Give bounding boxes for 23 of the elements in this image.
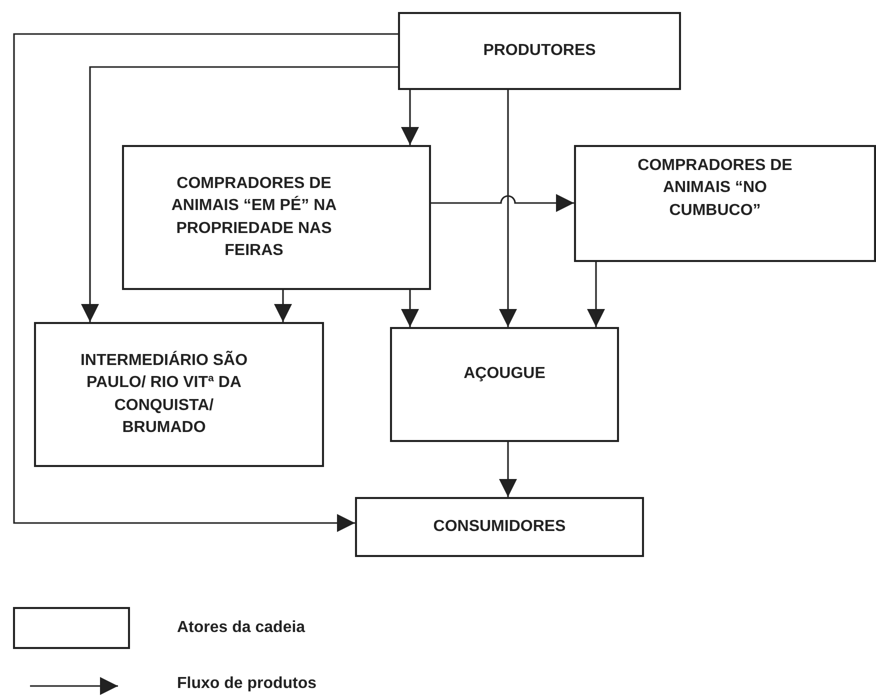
- legend-label: Fluxo de produtos: [177, 675, 317, 693]
- arrow: [401, 90, 419, 145]
- arrow: [274, 290, 292, 322]
- arrow: [13, 33, 398, 532]
- arrow: [499, 90, 517, 327]
- process-box: [34, 322, 324, 467]
- process-box: [355, 497, 644, 557]
- process-box: [390, 327, 619, 442]
- process-box: [398, 12, 681, 90]
- arrow: [587, 262, 605, 327]
- node-label: AÇOUGUE: [464, 364, 546, 384]
- arrow: [499, 442, 517, 497]
- node-label: CONSUMIDORES: [433, 516, 566, 537]
- node-label: COMPRADORES DE ANIMAIS “NO CUMBUCO”: [636, 156, 794, 221]
- arrow: [431, 194, 574, 212]
- process-box: [574, 145, 876, 262]
- node-label: COMPRADORES DE ANIMAIS “EM PÉ” NA PROPRIEDADE NAS FEIRAS: [170, 174, 338, 261]
- arrow: [401, 290, 419, 327]
- arrow: [81, 66, 398, 322]
- node-label: PRODUTORES: [483, 40, 596, 61]
- node-label: INTERMEDIÁRIO SÃO PAULO/ RIO VITª DA CONQUISTA/ BRUMADO: [79, 350, 249, 438]
- legend-label: Atores da cadeia: [177, 619, 306, 637]
- process-box: [122, 145, 431, 290]
